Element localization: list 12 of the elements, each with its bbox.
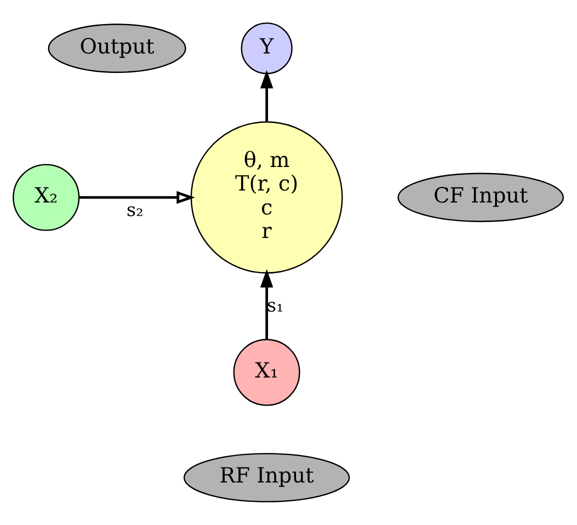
node-ellipse: RF Input	[184, 452, 350, 502]
node-circle: X₁	[233, 338, 300, 406]
arrow	[260, 70, 274, 122]
node-circle: X₂	[12, 164, 80, 231]
edge-label: s₂	[126, 200, 144, 222]
edge-label: s₁	[266, 295, 284, 316]
node-ellipse: CF Input	[398, 172, 564, 222]
arrow	[260, 269, 274, 340]
node-ellipse: Output	[48, 24, 186, 73]
node-circle: Y	[240, 22, 293, 74]
arrow	[78, 191, 196, 204]
node-circle: θ, m T(r, c) c r	[190, 121, 343, 274]
